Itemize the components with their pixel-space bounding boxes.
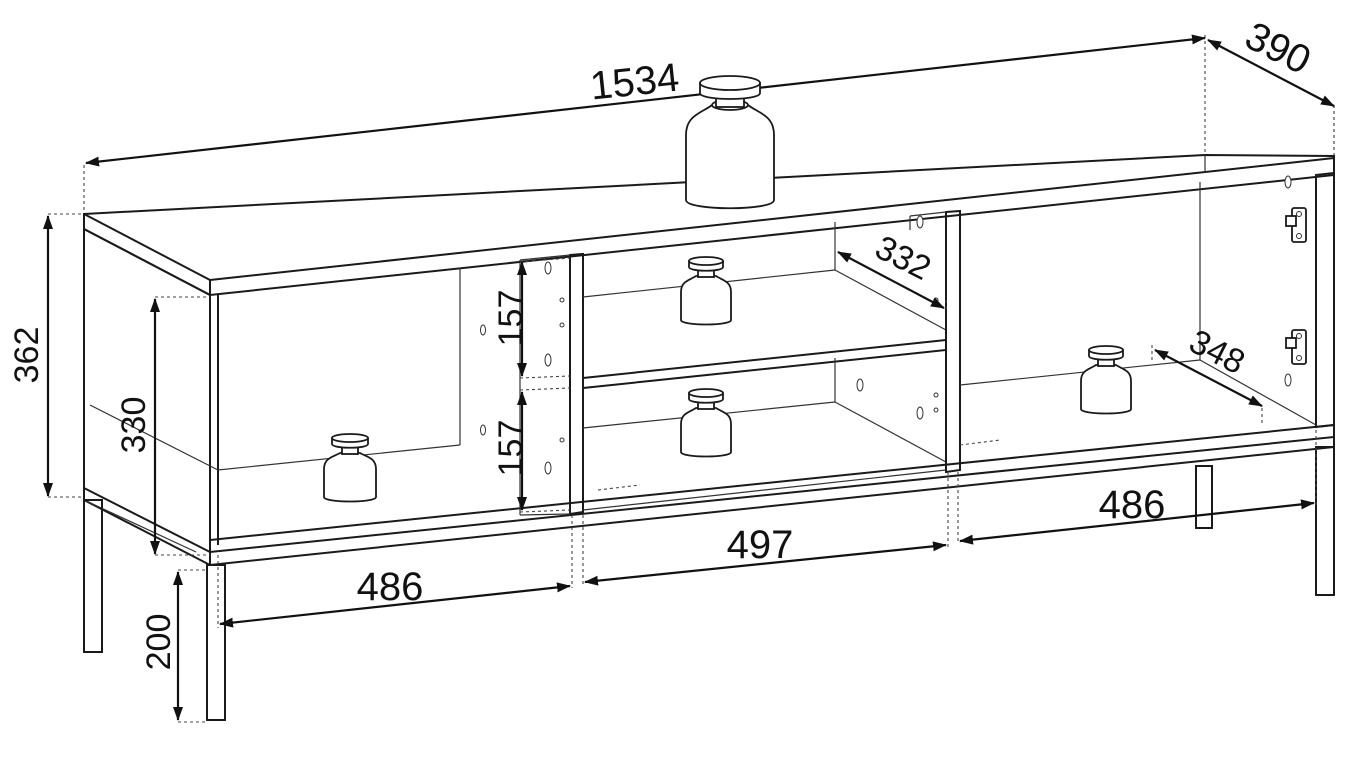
dim-arrow-middle-depth [837, 251, 945, 309]
divider-right [945, 209, 961, 474]
label-right-width: 486 [1099, 483, 1166, 527]
dim-arrow-right-width [959, 499, 1315, 545]
dimension-labels: 1534 390 362 330 200 157 157 332 348 486… [8, 14, 1318, 671]
label-upper-gap: 157 [492, 290, 530, 347]
dim-arrow-right-depth [1154, 349, 1263, 407]
label-depth: 390 [1238, 14, 1317, 84]
dim-arrow-middle-width [584, 541, 947, 586]
weight-icon [680, 388, 732, 458]
label-right-depth: 348 [1183, 322, 1251, 382]
weight-icon [685, 75, 775, 210]
dim-arrow-total-width [85, 34, 1206, 167]
leg-front-left [206, 564, 226, 721]
label-body-height: 330 [115, 397, 153, 454]
dim-arrow-depth [1207, 39, 1335, 107]
dim-arrow-left-width [219, 582, 571, 628]
label-middle-width: 497 [727, 523, 794, 567]
weight-icon [323, 433, 377, 503]
divider-left [569, 252, 584, 516]
leg-back-left [83, 499, 103, 653]
leg-back-right [1195, 465, 1213, 529]
label-middle-depth: 332 [869, 228, 937, 288]
leg-front-right [1315, 446, 1335, 596]
dimension-arrows [43, 34, 1335, 721]
middle-shelf [582, 338, 947, 390]
extension-lines [48, 35, 1335, 723]
label-left-width: 486 [357, 565, 424, 609]
label-total-height: 362 [8, 327, 46, 384]
label-total-width: 1534 [588, 56, 681, 109]
hinge-icon [1285, 207, 1307, 243]
label-lower-gap: 157 [492, 420, 530, 477]
cabinet [83, 153, 1335, 721]
shelf-holes [480, 175, 1292, 475]
hinge-icon [1285, 329, 1307, 365]
weight-icon [680, 256, 732, 326]
weight-icon [1080, 345, 1132, 415]
label-leg-height: 200 [140, 614, 178, 671]
right-side-panel [1315, 171, 1335, 429]
